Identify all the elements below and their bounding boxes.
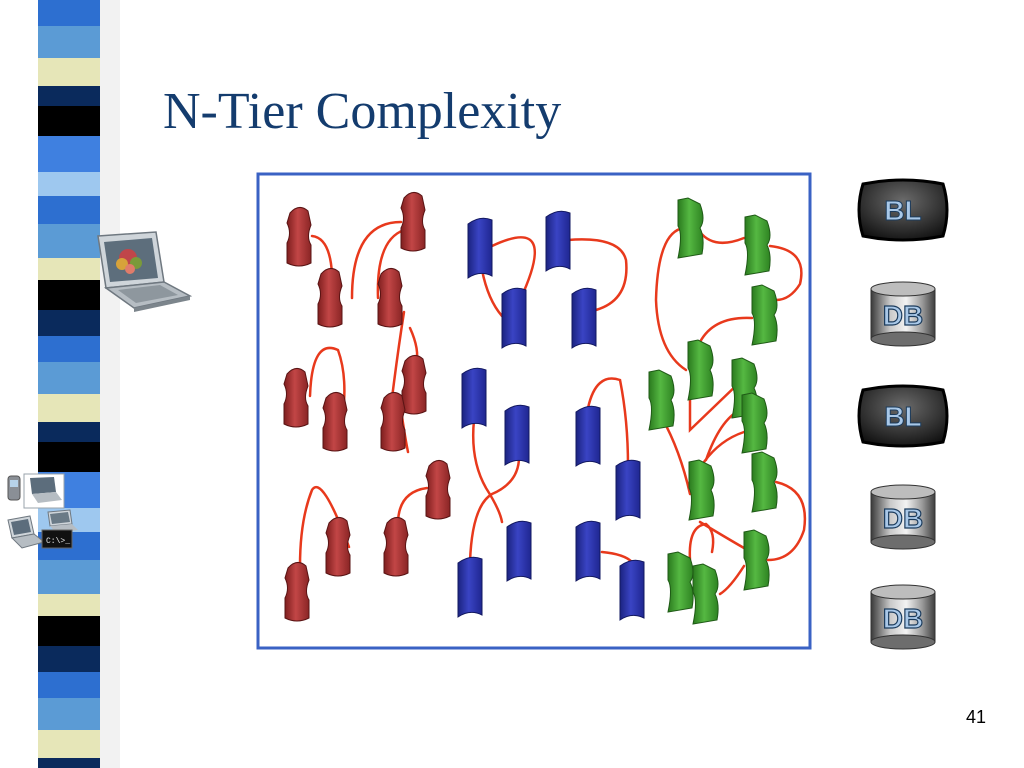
business-logic-badge: BL (857, 384, 949, 448)
connector-line (688, 378, 744, 433)
component-block-icon (283, 368, 309, 428)
component-block-icon (383, 517, 409, 577)
laptop-icon (7, 515, 46, 549)
component-block-icon (325, 517, 351, 577)
component-block-icon (506, 520, 532, 582)
component-blocks (283, 192, 778, 625)
database-icon: DB (870, 584, 936, 650)
component-block-icon (619, 559, 645, 621)
laptop-icon (97, 231, 193, 312)
component-block-icon (400, 192, 426, 252)
connector-line (688, 522, 715, 562)
component-block-icon (457, 556, 483, 618)
connector-line (298, 485, 351, 568)
connector-line (718, 564, 746, 596)
connector-line (468, 453, 521, 564)
component-block-icon (461, 367, 487, 429)
component-block-icon (286, 207, 312, 267)
component-block-icon (667, 551, 694, 613)
connector-line (768, 244, 803, 302)
component-block-icon (751, 284, 778, 346)
connector-line (586, 377, 630, 468)
connector-line (660, 416, 692, 496)
tier-badges: BL DB BL DB DB (857, 178, 949, 650)
phone-icon (7, 475, 21, 501)
slide-title: N-Tier Complexity (163, 83, 562, 140)
component-block-icon (425, 460, 451, 520)
decorative-stripe (38, 0, 120, 768)
component-block-icon (744, 214, 771, 276)
connector-line (766, 480, 807, 562)
page-number: 41 (965, 707, 986, 727)
component-block-icon (545, 210, 571, 272)
component-block-icon (615, 459, 641, 521)
badge-label: DB (883, 603, 923, 634)
badge-label: BL (884, 195, 921, 226)
component-block-icon (377, 268, 403, 328)
component-block-icon (575, 520, 601, 582)
connector-line (490, 236, 536, 302)
component-block-icon (501, 287, 527, 349)
component-block-icon (571, 287, 597, 349)
connector-line (702, 430, 746, 464)
badge-label: DB (883, 503, 923, 534)
connector-line (376, 228, 406, 300)
badge-label: DB (883, 300, 923, 331)
badge-label: BL (884, 401, 921, 432)
component-block-icon (401, 355, 427, 415)
connector-line (471, 418, 504, 524)
connector-line (566, 238, 628, 312)
database-icon: DB (870, 484, 936, 550)
component-block-icon (380, 392, 406, 452)
component-block-icon (743, 529, 770, 591)
component-block-icon (575, 405, 601, 467)
terminal-icon: C:\>_ (41, 529, 73, 549)
component-block-icon (687, 339, 714, 401)
connector-line (480, 268, 504, 318)
business-logic-badge: BL (857, 178, 949, 242)
component-block-icon (741, 392, 768, 454)
component-block-icon (322, 392, 348, 452)
console-text: C:\>_ (46, 537, 70, 546)
connector-line (390, 310, 406, 400)
connector-line (698, 316, 754, 344)
component-block-icon (317, 268, 343, 328)
component-block-icon (648, 369, 675, 431)
connector-line (308, 346, 346, 404)
component-block-icon (692, 563, 719, 625)
connector-line (600, 550, 634, 564)
connector-line (654, 226, 692, 372)
connector-line (350, 220, 403, 300)
component-block-icon (467, 217, 493, 279)
database-icon: DB (870, 281, 936, 347)
component-block-icon (677, 197, 704, 259)
connector-line (698, 230, 746, 245)
component-block-icon (751, 451, 778, 513)
connectors (298, 220, 807, 596)
client-devices: C:\>_ (7, 231, 193, 549)
component-block-icon (504, 404, 530, 466)
laptop-icon (23, 473, 65, 509)
system-frame (256, 172, 812, 650)
component-block-icon (688, 459, 715, 521)
component-block-icon (284, 562, 310, 622)
